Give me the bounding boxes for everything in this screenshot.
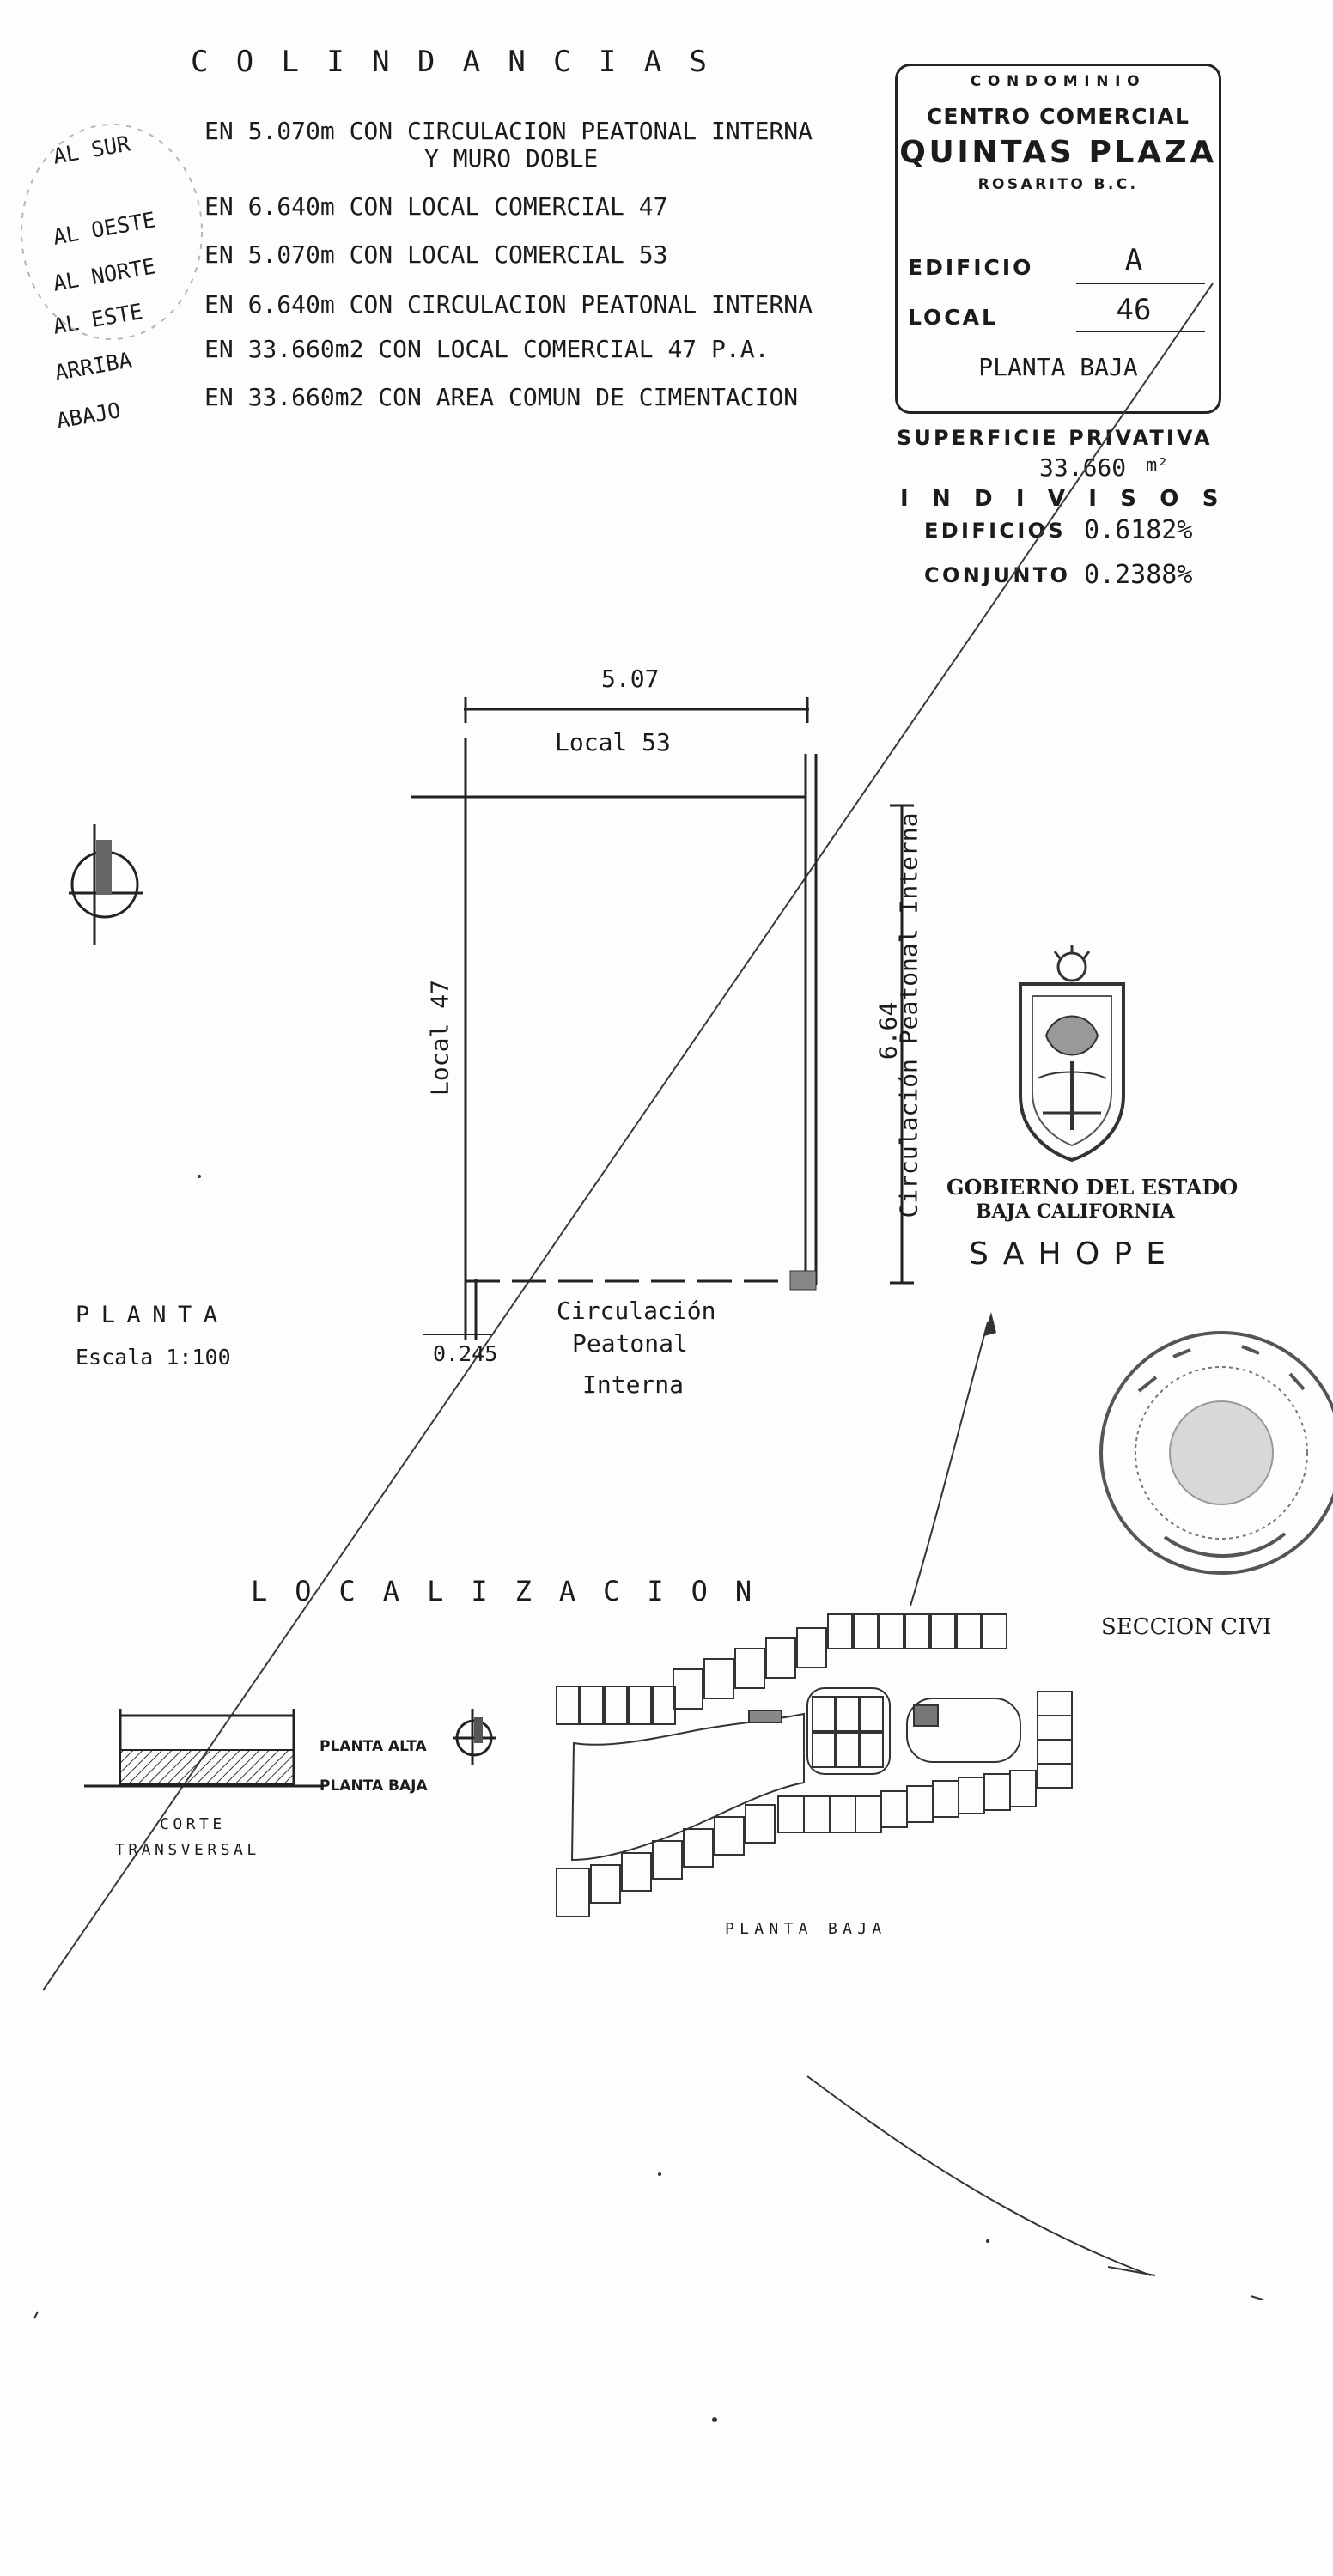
edificios-label: EDIFICIOS (924, 519, 1067, 543)
colindancias-title: COLINDANCIAS (191, 45, 735, 79)
gobierno-line2: BAJA CALIFORNIA (976, 1200, 1175, 1223)
title-block-name: QUINTAS PLAZA (899, 135, 1217, 170)
localizacion-title: LOCALIZACION (251, 1575, 780, 1607)
north-arrow-icon (453, 1709, 496, 1765)
colindancia-oeste: EN 6.640m CON LOCAL COMERCIAL 47 (204, 192, 668, 221)
colindancia-este: EN 6.640m CON CIRCULACION PEATONAL INTER… (204, 290, 813, 319)
local-value: 46 (1116, 293, 1152, 327)
label-circulacion-sur-1: Circulación (557, 1297, 716, 1325)
title-block: CONDOMINIO CENTRO COMERCIAL QUINTAS PLAZ… (895, 64, 1221, 414)
superficie-value: 33.660 (1039, 453, 1127, 482)
colindancia-sur: EN 5.070m CON CIRCULACION PEATONAL INTER… (204, 117, 813, 145)
corte-label-1: CORTE (160, 1815, 226, 1833)
conjunto-value: 0.2388% (1084, 560, 1193, 590)
faint-stamp-outline (21, 124, 203, 340)
superficie-unit: m² (1146, 455, 1169, 477)
title-block-heading: CONDOMINIO (970, 73, 1147, 90)
colindancia-norte: EN 5.070m CON LOCAL COMERCIAL 53 (204, 240, 668, 269)
conjunto-label: CONJUNTO (924, 563, 1071, 587)
baja-california-shield-icon (1019, 945, 1125, 1163)
stamp-seccion: SECCION CIVI (1101, 1614, 1272, 1640)
colindancia-abajo: EN 33.660m2 CON AREA COMUN DE CIMENTACIO… (204, 383, 799, 411)
gobierno-agency: SAHOPE (969, 1236, 1180, 1272)
label-local-53: Local 53 (555, 728, 671, 756)
gobierno-line1: GOBIERNO DEL ESTADO (946, 1175, 1239, 1200)
superficie-label: SUPERFICIE PRIVATIVA (897, 426, 1213, 450)
edificio-underline (1076, 283, 1205, 284)
diagonal-line (42, 283, 1214, 1991)
title-block-line3: ROSARITO B.C. (977, 176, 1139, 193)
plan-caption: PLANTA (76, 1302, 229, 1328)
edificio-label: EDIFICIO (908, 255, 1034, 280)
title-block-line1: CENTRO COMERCIAL (926, 104, 1190, 129)
edificios-value: 0.6182% (1084, 515, 1193, 545)
edificio-value: A (1124, 243, 1143, 277)
corte-transversal-drawing (84, 1709, 321, 1788)
colindancia-arriba: EN 33.660m2 CON LOCAL COMERCIAL 47 P.A. (204, 335, 770, 363)
site-plan-drawing (556, 1613, 1073, 1917)
dim-height: 6.64 (873, 1001, 903, 1060)
local-label: LOCAL (908, 305, 998, 330)
colindancia-sur-cont: Y MURO DOBLE (424, 144, 599, 173)
dim-width: 5.07 (601, 665, 660, 693)
local-underline (1076, 331, 1205, 332)
dim-offset: 0.245 (433, 1341, 498, 1366)
corte-label-2: TRANSVERSAL (115, 1841, 260, 1859)
label-local-47: Local 47 (425, 980, 454, 1096)
registry-seal (1099, 1331, 1333, 1575)
title-block-floor: PLANTA BAJA (978, 353, 1138, 381)
plan-scale: Escala 1:100 (76, 1345, 231, 1370)
label-planta-baja-corte: PLANTA BAJA (320, 1777, 428, 1795)
label-circulacion-sur-2: Peatonal (572, 1329, 688, 1358)
label-circulacion-sur-3: Interna (582, 1370, 685, 1399)
label-planta-alta: PLANTA ALTA (320, 1738, 427, 1755)
site-plan-caption: PLANTA BAJA (725, 1920, 887, 1938)
